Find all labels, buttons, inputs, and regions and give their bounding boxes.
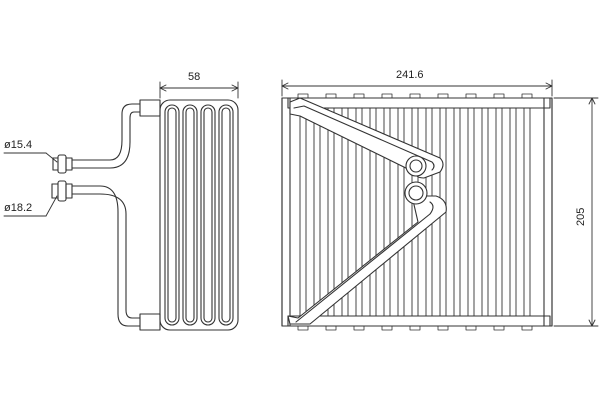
side-header-top: [139, 99, 161, 117]
side-view: [51, 99, 239, 331]
upper-pipe-outer: [71, 103, 141, 161]
front-fin-tubes: [299, 107, 531, 317]
front-right-column: [543, 97, 553, 327]
front-left-column: [281, 97, 291, 327]
side-width-label: 58: [188, 71, 201, 83]
pipe-lower-diameter-label: ø18.2: [4, 202, 33, 214]
side-tube-2: [182, 104, 198, 326]
side-header-bottom: [139, 313, 161, 331]
front-view: [281, 93, 553, 331]
side-tube-2-inner: [185, 107, 195, 323]
height-label: 205: [575, 207, 587, 226]
upper-fitting-ring: [65, 157, 73, 171]
side-tube-4: [218, 104, 234, 326]
dim-side-width: [159, 81, 239, 99]
front-lower-fitting-inner: [408, 185, 424, 201]
lower-pipe-inner: [71, 193, 141, 319]
lower-fitting-ring: [65, 183, 73, 199]
front-width-label: 241.6: [396, 69, 424, 81]
pipe-upper-diameter-label: ø15.4: [4, 139, 33, 151]
upper-fitting-flange: [57, 154, 67, 174]
lower-pipe-outer: [71, 185, 141, 327]
dim-diameter-leaders: [3, 152, 58, 217]
front-top-plate: [287, 97, 551, 109]
dim-height: [553, 97, 599, 327]
side-tube-3-inner: [203, 107, 213, 323]
side-view-core: [159, 99, 239, 331]
side-tube-1-inner: [167, 107, 177, 323]
front-lower-pipe: [287, 195, 447, 325]
lower-fitting-flange: [57, 180, 67, 202]
dim-front-width: [281, 79, 553, 97]
side-tube-1: [164, 104, 180, 326]
front-plate-tabs: [297, 93, 533, 331]
front-upper-fitting-inner: [409, 159, 423, 173]
front-pipes: [287, 97, 447, 325]
side-tube-4-inner: [221, 107, 231, 323]
upper-pipe-inner: [71, 111, 141, 169]
front-fittings: [404, 155, 428, 205]
front-bottom-plate: [287, 315, 551, 327]
side-tube-3: [200, 104, 216, 326]
